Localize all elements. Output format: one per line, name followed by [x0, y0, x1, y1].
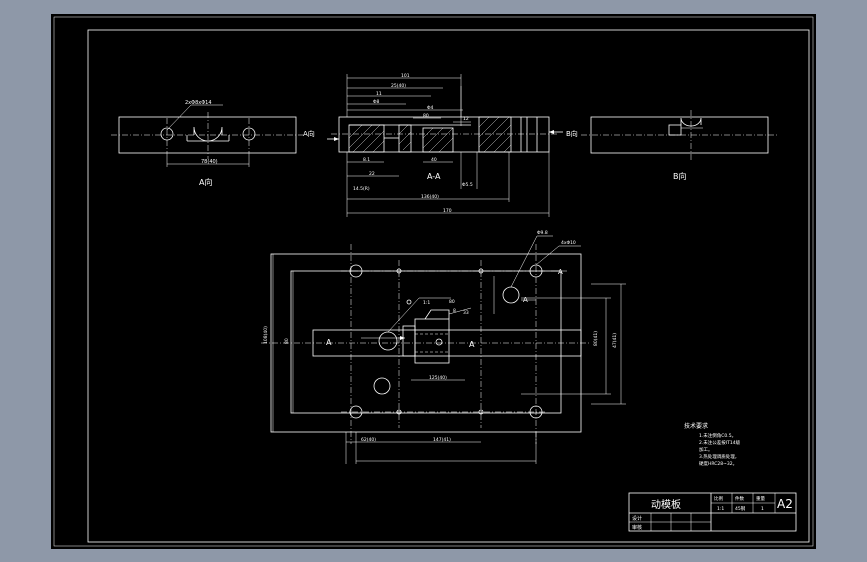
notes-line-5: 硬度HRC28~32。: [699, 460, 737, 467]
plan-dim-13: 147(41): [433, 437, 451, 443]
section-dim-13: 136(40): [421, 194, 439, 200]
plan-view: A A A A A Φ9.8 4xΦ10 80 1:1 8: [261, 230, 626, 464]
section-aa: A向 B向 101 25(40) 11 Φ8 Φ4 80: [303, 73, 578, 217]
view-a-tag: 2xΦ8xΦ14: [185, 100, 212, 106]
header-weight: 重量: [756, 495, 765, 502]
section-dim-1: 101: [401, 73, 410, 79]
section-dim-5: Φ4: [427, 105, 434, 111]
value-scale: 1:1: [717, 506, 724, 512]
plan-dim-12: 62(40): [361, 437, 376, 443]
notes-line-4: 3.热处理调质处理，: [699, 453, 739, 460]
section-arrow-right: B向: [566, 129, 578, 138]
view-b: B向: [581, 110, 778, 181]
section-dim-8: 8.1: [363, 157, 370, 163]
plan-mark-a-left: A: [326, 338, 332, 347]
section-dim-11: Φ5.5: [462, 182, 473, 188]
plan-dim-8: 80: [284, 338, 290, 344]
section-dim-4: Φ8: [373, 99, 380, 105]
title-block: 动模板 比例 件数 重量 材料 1:1 45钢 1 A2 设计 审核: [628, 492, 797, 532]
section-dim-7: 12: [463, 116, 469, 122]
header-scale: 比例: [714, 495, 723, 502]
section-dim-6: 80: [423, 113, 429, 119]
notes-line-1: 1.未注倒角C0.5。: [699, 432, 736, 439]
designer-label: 设计: [632, 515, 642, 522]
plan-dim-11: 125(40): [429, 375, 447, 381]
plan-dim-5: 8: [453, 308, 456, 314]
part-name: 动模板: [651, 498, 681, 511]
section-dim-2: 25(40): [391, 83, 406, 89]
section-dim-12: 14.5(R): [353, 186, 370, 192]
plan-dim-9: 80(41): [593, 331, 599, 346]
drawing-canvas: 2xΦ8xΦ14 78(40) A向: [53, 16, 814, 547]
view-a-label: A向: [199, 177, 212, 187]
value-qty: 1: [761, 506, 764, 512]
plan-dim-1: Φ9.8: [537, 230, 548, 236]
plan-dim-10: 47(41): [612, 333, 618, 348]
plan-dim-6: 33: [463, 310, 469, 316]
notes-title: 技术要求: [684, 422, 708, 430]
outer-frame: [53, 16, 814, 547]
sheet-size: A2: [777, 497, 793, 511]
plan-mark-a-top: A: [558, 268, 563, 276]
view-a: 2xΦ8xΦ14 78(40) A向: [111, 100, 303, 187]
plan-dim-2: 4xΦ10: [561, 240, 576, 246]
notes-line-3: 加工。: [699, 446, 713, 453]
checker-label: 审核: [632, 524, 642, 531]
inner-border: [87, 29, 810, 543]
technical-notes: 技术要求 1.未注倒角C0.5。 2.未注公差按IT14级 加工。 3.热处理调…: [684, 422, 741, 467]
view-a-dim: 78(40): [201, 159, 218, 165]
plan-dim-3: 80: [449, 299, 455, 305]
plan-dim-4: 1:1: [423, 300, 430, 306]
section-label: A-A: [427, 172, 441, 181]
drawing-sheet: 2xΦ8xΦ14 78(40) A向: [51, 14, 816, 549]
section-dim-14: 170: [443, 208, 452, 214]
notes-line-2: 2.未注公差按IT14级: [699, 439, 741, 446]
section-dim-9: 40: [431, 157, 437, 163]
header-qty: 件数: [735, 495, 744, 502]
section-arrow-left: A向: [303, 129, 315, 138]
value-material: 45钢: [735, 505, 746, 512]
section-dim-10: 22: [369, 171, 375, 177]
plan-dim-7: 108(40): [263, 326, 269, 344]
section-dim-3: 11: [376, 91, 382, 97]
view-b-label: B向: [673, 171, 687, 181]
plan-mark-a-right: A: [469, 340, 475, 349]
